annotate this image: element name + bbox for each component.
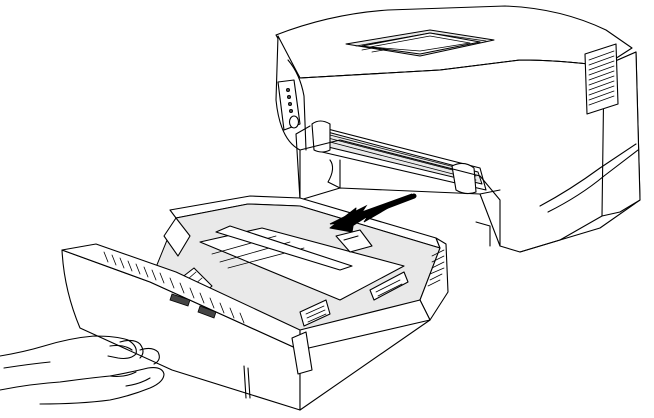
status-led-icon [285,88,290,93]
upper-hand [0,335,137,360]
control-panel [277,79,301,131]
paper-length-guide [215,225,353,271]
pull-out-arrow-icon [329,193,417,233]
power-button-icon [288,115,300,129]
paper-tray [61,195,449,411]
laser-printer [275,5,641,253]
tray-front-slot [243,365,247,399]
hand-illustration [0,335,165,405]
side-vent [584,43,619,115]
status-led-icon [288,109,293,114]
status-led-icon [287,102,292,107]
status-led-icon [286,95,291,100]
tray-opening [299,139,501,247]
lower-hand [0,367,165,405]
manual-feed-slot [295,120,487,201]
